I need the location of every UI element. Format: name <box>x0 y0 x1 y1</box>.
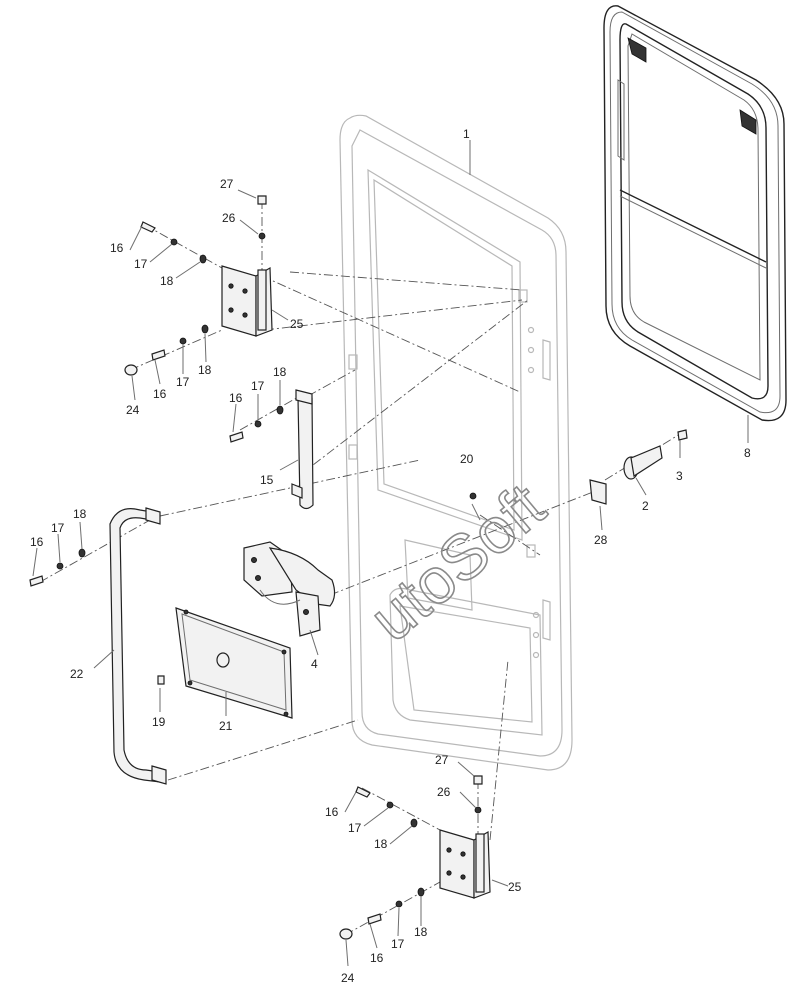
cover-plate <box>175 607 293 719</box>
callout-label: 24 <box>341 971 355 985</box>
callout-label: 4 <box>311 657 318 671</box>
leader-lines <box>32 140 749 967</box>
hinge-lower <box>439 829 491 899</box>
lock-mechanism <box>243 541 336 637</box>
callout-label: 17 <box>348 821 362 835</box>
callout-label: 18 <box>374 837 388 851</box>
callout-label: 17 <box>51 521 65 535</box>
callout-label: 17 <box>391 937 405 951</box>
callout-label: 1 <box>463 127 470 141</box>
callout-label: 27 <box>220 177 234 191</box>
callout-label: 16 <box>229 391 243 405</box>
hinge-upper <box>221 265 273 337</box>
callout-label: 25 <box>290 317 304 331</box>
callout-label: 16 <box>30 535 44 549</box>
callout-label: 18 <box>160 274 174 288</box>
callout-label: 27 <box>435 753 449 767</box>
callout-label: 19 <box>152 715 166 729</box>
callout-label: 17 <box>134 257 148 271</box>
callout-label: 17 <box>176 375 190 389</box>
striker-assembly <box>589 445 663 505</box>
callout-label: 26 <box>222 211 236 225</box>
callout-label: 16 <box>110 241 124 255</box>
callout-label: 18 <box>414 925 428 939</box>
callout-label: 18 <box>73 507 87 521</box>
callout-label: 20 <box>460 452 474 466</box>
callout-label: 18 <box>198 363 212 377</box>
window-frame <box>603 5 787 422</box>
callout-label: 21 <box>219 719 233 733</box>
callout-label: 25 <box>508 880 522 894</box>
callout-label: 15 <box>260 473 274 487</box>
callout-label: 16 <box>325 805 339 819</box>
callout-label: 16 <box>153 387 167 401</box>
callout-label: 8 <box>744 446 751 460</box>
callout-label: 3 <box>676 469 683 483</box>
door-panel <box>339 114 573 771</box>
callout-label: 24 <box>126 403 140 417</box>
callout-label: 26 <box>437 785 451 799</box>
callout-label: 16 <box>370 951 384 965</box>
callout-label: 22 <box>70 667 84 681</box>
fasteners <box>29 195 688 940</box>
callout-label: 17 <box>251 379 265 393</box>
grab-handle-small <box>291 389 314 510</box>
grab-handle-large <box>109 507 167 785</box>
callout-label: 18 <box>273 365 287 379</box>
callout-label: 2 <box>642 499 649 513</box>
callout-labels: 1 2 3 4 8 15 16 16 16 16 16 16 17 17 17 … <box>30 127 751 985</box>
callout-label: 28 <box>594 533 608 547</box>
